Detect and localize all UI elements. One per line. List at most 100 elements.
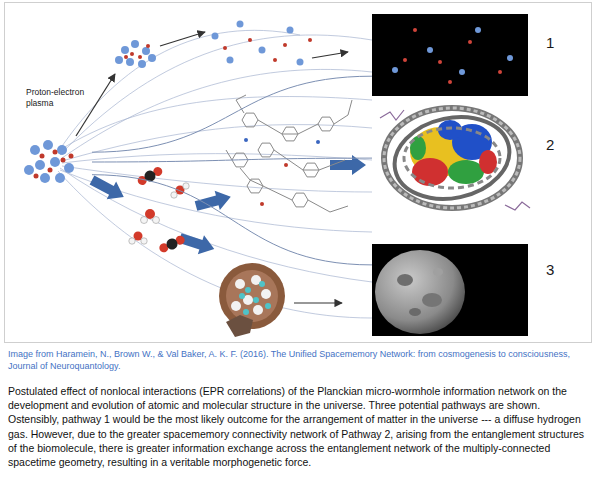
hydrogen-cluster <box>115 56 123 64</box>
crystal-cluster <box>235 279 245 289</box>
hydrogen-cluster <box>124 55 128 59</box>
small-molecules <box>134 232 143 241</box>
hydrogen-cluster <box>115 40 156 68</box>
plasma-particles <box>34 174 39 179</box>
nucleosome <box>384 108 520 208</box>
nucleosome <box>387 107 517 209</box>
flow-arrows <box>330 155 366 175</box>
molecular-structure <box>318 117 334 131</box>
nucleosome <box>479 150 497 174</box>
pathway-line <box>92 158 372 162</box>
diffuse-gas <box>227 57 234 64</box>
plasma-particles <box>30 145 40 155</box>
diffuse-gas <box>308 38 312 42</box>
crystal-cluster <box>253 297 259 303</box>
diffuse-gas <box>297 59 304 66</box>
molecular-structure <box>244 138 248 142</box>
molecular-structure <box>226 150 232 160</box>
crystal-cluster <box>251 275 261 285</box>
nucleosome <box>380 110 404 120</box>
pathway-arrows <box>294 302 342 303</box>
molecular-structure <box>258 143 274 157</box>
crystal-cluster <box>239 293 245 299</box>
plasma-particles <box>53 150 58 155</box>
hydrogen-cluster <box>142 47 150 55</box>
crystal-cluster <box>253 305 263 315</box>
small-molecules <box>171 183 189 198</box>
entanglement-curves <box>60 168 372 282</box>
plasma-particles <box>43 140 53 150</box>
flow-arrows <box>87 171 128 206</box>
crystal-cluster <box>226 270 278 322</box>
diffuse-gas <box>248 38 252 42</box>
molecular-structure <box>303 163 319 177</box>
hydrogen-cluster <box>131 40 139 48</box>
flow-arrows <box>87 155 366 259</box>
molecular-structure <box>242 113 258 127</box>
nucleosome <box>410 127 470 177</box>
pathway-panel: 3 <box>372 244 528 336</box>
plasma-particles <box>64 163 74 173</box>
nucleosome <box>404 128 500 188</box>
small-molecules <box>136 174 148 186</box>
hydrogen-cluster <box>138 55 142 59</box>
molecular-structure <box>274 150 345 170</box>
crystal-cluster <box>219 263 285 337</box>
crystal-cluster <box>226 315 253 337</box>
hydrogen-cluster <box>126 58 134 66</box>
small-molecules <box>141 238 147 244</box>
small-molecules <box>129 164 189 254</box>
pathway-line <box>92 175 372 265</box>
hydrogen-cluster <box>148 54 156 62</box>
crystal-cluster <box>219 263 285 329</box>
flow-arrows <box>177 228 217 258</box>
small-molecules <box>157 233 186 254</box>
nucleosome <box>384 108 520 208</box>
entanglement-curves <box>62 69 372 158</box>
plasma-particles <box>57 145 67 155</box>
molecular-structure <box>232 153 248 167</box>
hydrogen-cluster <box>146 44 150 48</box>
crystal-cluster <box>265 303 271 309</box>
small-molecules <box>176 186 185 195</box>
diffuse-gas <box>259 47 266 54</box>
diffuse-gas <box>287 27 294 34</box>
plasma-cluster: Proton-electron plasma <box>16 135 92 190</box>
entanglement-curves <box>58 30 300 152</box>
small-molecules <box>129 232 147 245</box>
nucleosome <box>448 160 484 184</box>
molecular-structure <box>236 95 246 113</box>
entanglement-curves <box>60 170 372 232</box>
molecular-structure <box>240 168 292 200</box>
plasma-label: Proton-electron plasma <box>26 87 96 108</box>
credit-line: Image from Haramein, N., Brown W., & Val… <box>8 348 594 372</box>
crystal-cluster <box>231 301 241 311</box>
plasma-particles <box>69 154 74 159</box>
nucleosome <box>438 120 462 140</box>
molecular-structure <box>284 163 288 167</box>
diffuse-gas <box>212 21 313 66</box>
entanglement-curves <box>60 35 372 155</box>
flow-arrows <box>193 187 233 216</box>
plasma-particles <box>48 168 53 173</box>
nucleosome <box>410 136 426 160</box>
small-molecules <box>142 168 157 183</box>
hydrogen-cluster <box>121 46 129 54</box>
pathway-arrows <box>312 52 348 58</box>
nucleosome <box>505 202 530 210</box>
plasma-particles <box>61 158 66 163</box>
pathway-arrows <box>76 32 348 303</box>
molecular-structure <box>260 202 264 206</box>
small-molecules <box>145 209 155 219</box>
plasma-particles <box>40 154 45 159</box>
small-molecules <box>152 165 164 177</box>
entanglement-curves <box>62 166 372 192</box>
plasma-particles <box>35 160 45 170</box>
pathway-number: 2 <box>546 136 566 153</box>
small-molecules <box>183 183 189 189</box>
pathway-panel: 1 <box>372 14 528 96</box>
crystal-cluster <box>245 287 251 293</box>
diffuse-gas <box>223 46 227 50</box>
plasma-particles <box>50 157 60 167</box>
